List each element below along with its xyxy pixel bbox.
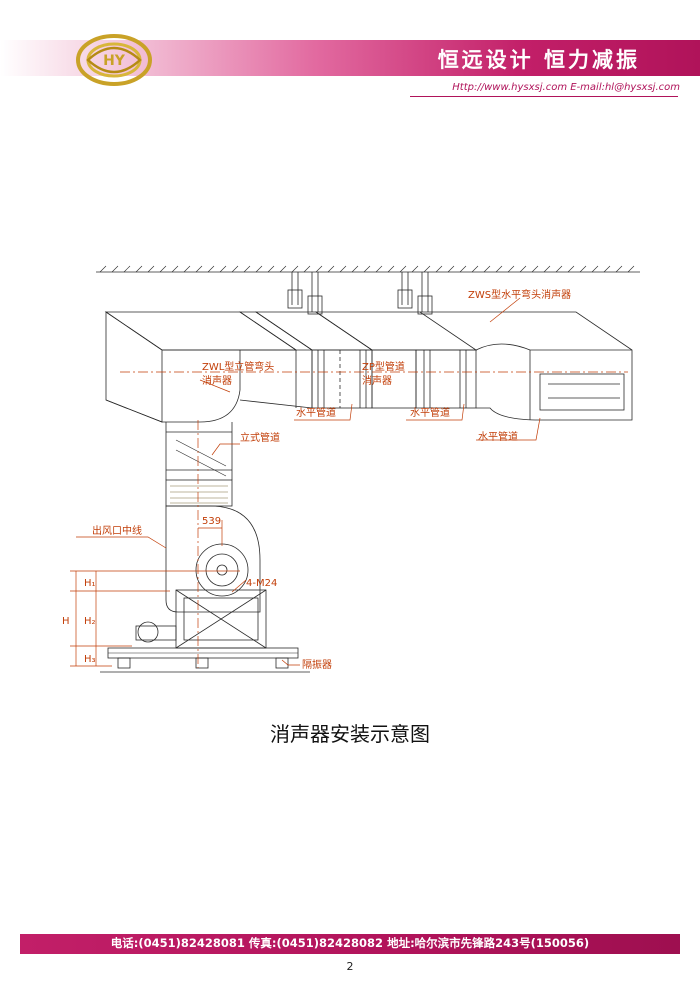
- zwl-leader: [199, 379, 231, 393]
- zwl-silencer-label-line2: 消声器: [202, 374, 232, 387]
- outlet-label-leader: [76, 536, 167, 549]
- horizontal-duct-label-1: 水平管道: [296, 406, 336, 419]
- vertical-duct: [165, 422, 233, 480]
- dim-539-label: 539: [202, 516, 221, 527]
- header-divider: [410, 96, 678, 97]
- connector-pattern: [170, 485, 228, 504]
- zwl-silencer-label-line1: ZWL型立管弯头: [202, 360, 274, 373]
- vertical-duct-label: 立式管道: [240, 431, 280, 444]
- company-logo: HY: [76, 34, 152, 86]
- zws-leader: [489, 297, 521, 323]
- flexible-connector: [165, 479, 233, 507]
- zws-elbow-silencer: [420, 311, 633, 421]
- dim-h1-label: H₁: [84, 578, 96, 589]
- horizontal-duct-3-leader: [476, 417, 541, 441]
- footer-contact-text: 电话:(0451)82428081 传真:(0451)82428082 地址:哈…: [110, 936, 590, 950]
- fan-base: [107, 589, 299, 669]
- diagram-caption: 消声器安装示意图: [270, 722, 430, 746]
- horizontal-duct-2-leader: [406, 403, 465, 421]
- zws-silencer-label: ZWS型水平弯头消声器: [468, 288, 571, 301]
- zp-silencer-label-line1: ZP型管道: [362, 360, 405, 373]
- header-contact: Http://www.hysxsj.com E-mail:hl@hysxsj.c…: [452, 82, 680, 93]
- page-number: 2: [346, 960, 354, 973]
- header-band: [0, 40, 700, 76]
- header-slogan: 恒远设计 恒力减振: [437, 48, 640, 72]
- bolts-label: 4-M24: [246, 578, 277, 589]
- horizontal-duct-1-leader: [294, 403, 353, 421]
- ceiling-hatching: [99, 265, 635, 273]
- hangers: [287, 272, 433, 315]
- isolator-label: 隔振器: [302, 658, 332, 671]
- horizontal-duct-label-2: 水平管道: [410, 406, 450, 419]
- zwl-elbow-silencer: [104, 311, 298, 423]
- zp-silencer-label-line2: 消声器: [362, 374, 392, 387]
- outlet-centerline-label: 出风口中线: [92, 524, 142, 537]
- isolator-leader: [281, 659, 300, 666]
- vertical-duct-leader: [211, 443, 240, 456]
- bolt-leader: [231, 579, 247, 593]
- svg-text:HY: HY: [103, 53, 126, 69]
- zp-pipe-silencer: [254, 311, 374, 409]
- footer-band: 电话:(0451)82428081 传真:(0451)82428082 地址:哈…: [20, 934, 680, 954]
- dim-h-label: H: [62, 616, 70, 627]
- horizontal-duct-1: [238, 311, 314, 409]
- dim-h2-label: H₂: [84, 616, 96, 627]
- horizontal-duct-label-3: 水平管道: [478, 430, 518, 443]
- dim-h3-label: H₃: [84, 654, 96, 665]
